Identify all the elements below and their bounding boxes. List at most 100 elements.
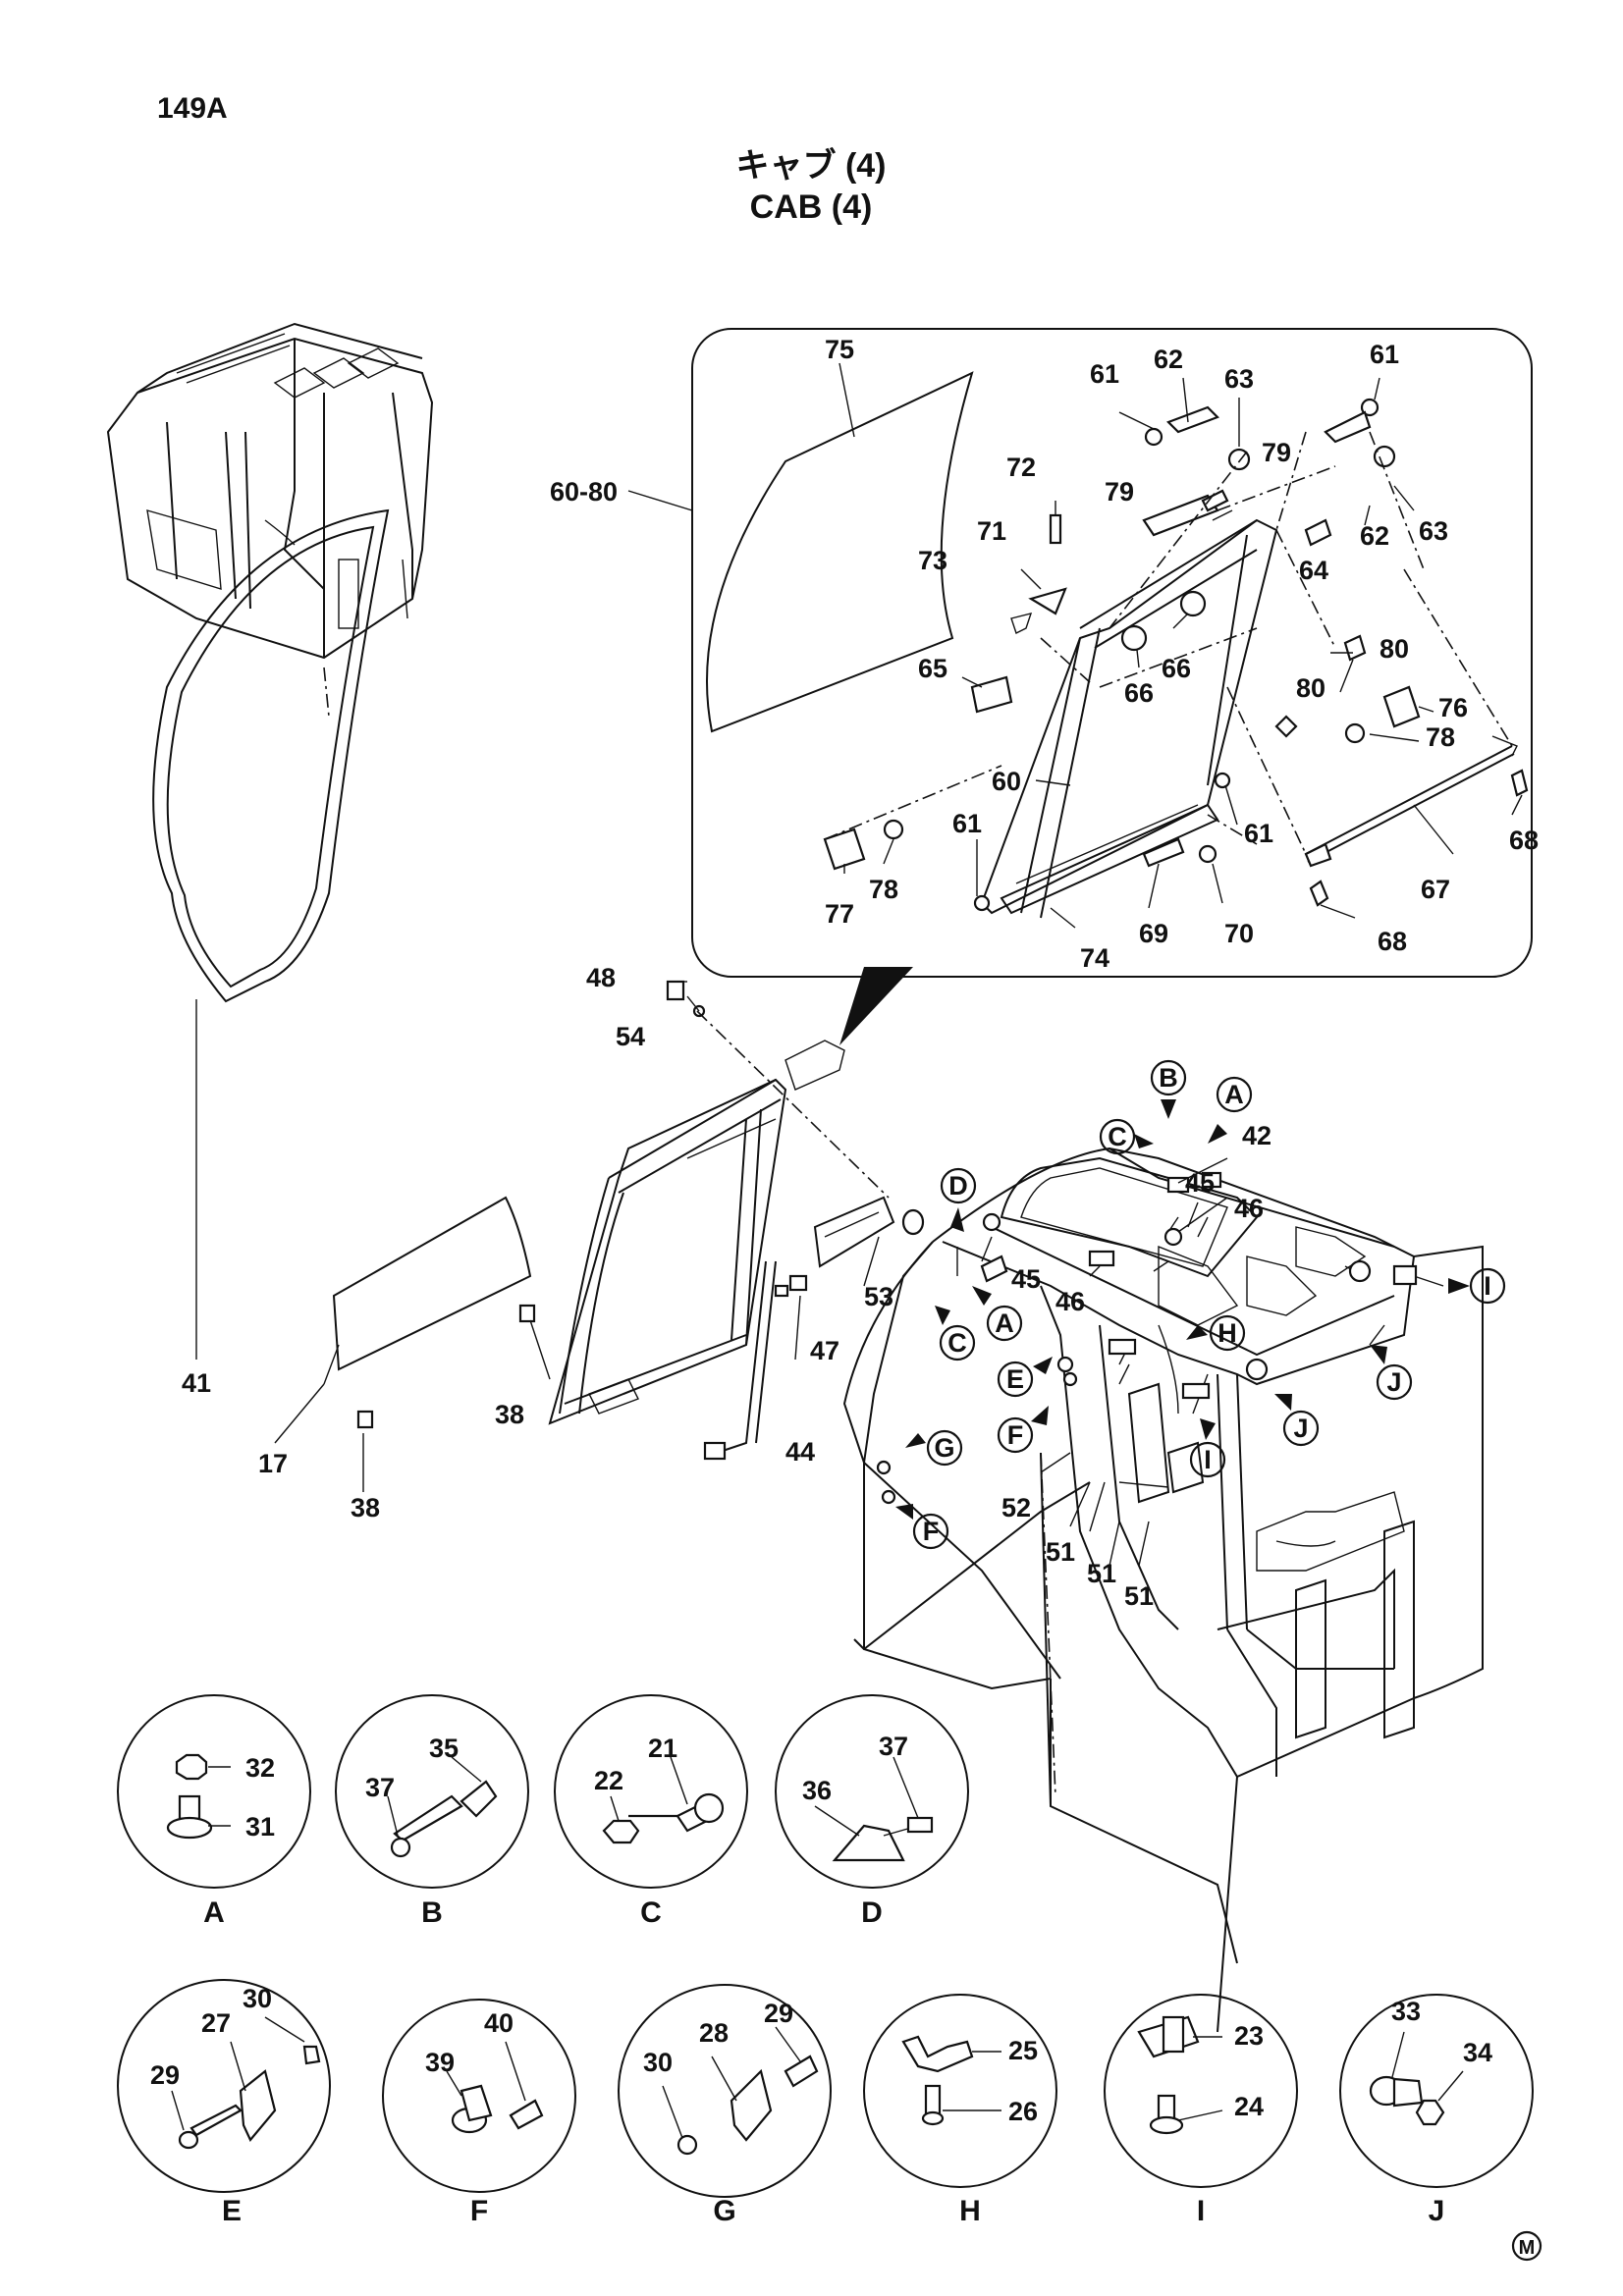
callout-46: 46: [1055, 1287, 1085, 1316]
marker-d: D: [940, 1167, 977, 1204]
detail-j-label-34: 34: [1463, 2038, 1492, 2067]
page-code: 149A: [157, 92, 228, 125]
callout-54: 54: [616, 1022, 645, 1051]
cab-overview-drawing: [106, 322, 434, 718]
callout-72: 72: [1006, 453, 1036, 482]
callout-75: 75: [825, 335, 854, 364]
callout-44: 44: [785, 1437, 815, 1467]
inset-reference-label: 60-80: [550, 477, 618, 507]
corner-mark: M: [1511, 2230, 1542, 2262]
svg-text:M: M: [1519, 2237, 1536, 2259]
callout-68: 68: [1509, 826, 1539, 855]
inset-drawings: [706, 362, 1529, 929]
marker-a: A: [986, 1305, 1023, 1342]
svg-text:H: H: [1217, 1318, 1237, 1348]
callout-80: 80: [1380, 634, 1409, 664]
main-drawings: [152, 508, 1484, 2033]
marker-c: C: [939, 1324, 976, 1362]
svg-text:G: G: [934, 1433, 954, 1463]
callout-78: 78: [869, 875, 898, 904]
callout-46: 46: [1234, 1194, 1264, 1223]
detail-b: 35 37 B: [335, 1694, 529, 1929]
detail-i-label-23: 23: [1234, 2021, 1264, 2051]
detail-f-label-39: 39: [425, 2048, 455, 2077]
detail-g: 29 28 30 G: [618, 1984, 832, 2227]
detail-i: 23 24 I: [1104, 1994, 1298, 2227]
marker-b: B: [1150, 1059, 1187, 1096]
callout-61: 61: [1370, 340, 1399, 369]
detail-c-label-21: 21: [648, 1734, 677, 1763]
callout-17: 17: [258, 1449, 288, 1478]
callout-62: 62: [1154, 345, 1183, 374]
callout-70: 70: [1224, 919, 1254, 948]
detail-a-letter: A: [203, 1896, 225, 1929]
svg-text:A: A: [1224, 1080, 1244, 1109]
callout-66: 66: [1162, 654, 1191, 683]
callout-74: 74: [1080, 943, 1109, 973]
detail-c-label-22: 22: [594, 1766, 623, 1795]
marker-f: F: [912, 1513, 949, 1550]
detail-f-label-40: 40: [484, 2008, 514, 2038]
svg-text:J: J: [1293, 1414, 1308, 1443]
callout-63: 63: [1419, 516, 1448, 546]
detail-e-letter: E: [222, 2195, 242, 2227]
detail-b-label-35: 35: [429, 1734, 459, 1763]
detail-g-label-29: 29: [764, 1999, 793, 2028]
callout-61: 61: [1244, 819, 1273, 848]
inset-box: 60-80: [550, 328, 1533, 1045]
detail-a: 32 31 A: [117, 1694, 311, 1929]
detail-f-letter: F: [470, 2195, 488, 2227]
callout-47: 47: [810, 1336, 839, 1365]
callout-45: 45: [1011, 1264, 1041, 1294]
svg-text:A: A: [995, 1308, 1014, 1338]
title-english: CAB (4): [750, 188, 873, 226]
detail-d-label-37: 37: [879, 1732, 908, 1761]
svg-text:F: F: [1007, 1420, 1024, 1450]
marker-e: E: [997, 1361, 1034, 1398]
detail-j: 33 34 J: [1339, 1994, 1534, 2227]
marker-g: G: [926, 1429, 963, 1467]
svg-text:I: I: [1204, 1445, 1212, 1474]
callout-61: 61: [952, 809, 982, 838]
detail-i-letter: I: [1197, 2195, 1205, 2227]
detail-c: 21 22 C: [554, 1694, 748, 1929]
callout-71: 71: [977, 516, 1006, 546]
detail-f: 40 39 F: [382, 1999, 576, 2227]
marker-i: I: [1469, 1267, 1506, 1305]
svg-text:F: F: [923, 1517, 940, 1546]
detail-i-label-24: 24: [1234, 2092, 1264, 2121]
callout-48: 48: [586, 963, 616, 992]
callout-65: 65: [918, 654, 947, 683]
callout-79: 79: [1262, 438, 1291, 467]
marker-i: I: [1189, 1441, 1226, 1478]
svg-text:C: C: [1108, 1122, 1127, 1151]
marker-f: F: [997, 1416, 1034, 1454]
marker-c: C: [1099, 1118, 1136, 1155]
title-japanese: キャブ (4): [736, 146, 887, 185]
inset-pointer-arrow: [839, 967, 913, 1045]
callout-41: 41: [182, 1368, 211, 1398]
callout-69: 69: [1139, 919, 1168, 948]
detail-j-label-33: 33: [1391, 1997, 1421, 2026]
svg-text:D: D: [948, 1171, 968, 1201]
detail-c-letter: C: [640, 1896, 662, 1929]
detail-d: 37 36 D: [775, 1694, 969, 1929]
callout-77: 77: [825, 899, 854, 929]
svg-text:C: C: [947, 1328, 967, 1358]
callout-45: 45: [1185, 1168, 1215, 1198]
marker-j: J: [1376, 1363, 1413, 1401]
marker-a: A: [1216, 1076, 1253, 1113]
callout-68: 68: [1378, 927, 1407, 956]
svg-text:B: B: [1159, 1063, 1178, 1093]
detail-e-label-29: 29: [150, 2060, 180, 2090]
callout-42: 42: [1242, 1121, 1271, 1150]
callout-61: 61: [1090, 359, 1119, 389]
svg-text:I: I: [1484, 1271, 1491, 1301]
inset-callouts: 75 61 62 63 61 79 72 71 73 79 62 63 64 6…: [825, 335, 1539, 973]
detail-e-label-27: 27: [201, 2008, 231, 2038]
letter-markers: C B A D A C H E F G F I I J J: [895, 1059, 1506, 1550]
callout-53: 53: [864, 1282, 893, 1311]
callout-62: 62: [1360, 521, 1389, 551]
detail-j-letter: J: [1429, 2195, 1445, 2227]
callout-63: 63: [1224, 364, 1254, 394]
